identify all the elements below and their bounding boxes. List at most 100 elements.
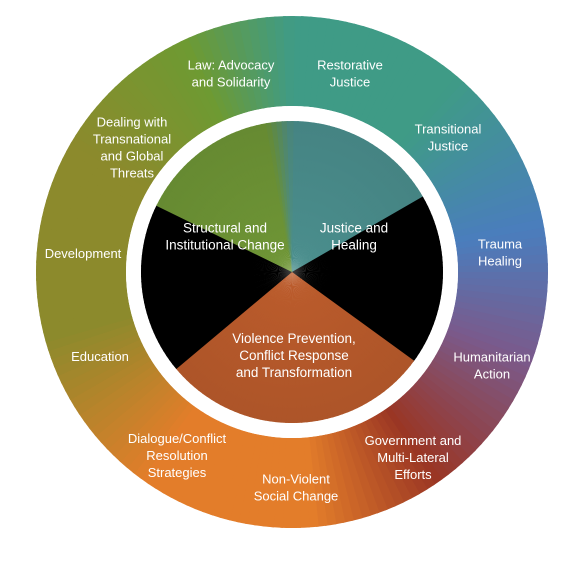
- ring-gradient-slice: [347, 425, 388, 514]
- ring-gradient-slice: [440, 339, 526, 387]
- ring-gradient-slice: [431, 355, 514, 410]
- ring-gradient-slice: [154, 411, 209, 494]
- ring-gradient-slice: [120, 74, 187, 149]
- ring-gradient-slice: [79, 119, 159, 180]
- ring-gradient-slice: [354, 34, 399, 122]
- ring-gradient-slice: [383, 406, 443, 486]
- ring-gradient-slice: [127, 68, 192, 145]
- ring-gradient-slice: [368, 415, 420, 500]
- ring-gradient-slice: [425, 364, 505, 425]
- ring-gradient-slice: [453, 210, 543, 240]
- ring-gradient-slice: [435, 144, 520, 196]
- ring-gradient-slice: [447, 184, 537, 223]
- ring-gradient-slice: [187, 33, 232, 121]
- inner-shade: [141, 121, 443, 423]
- ring-gradient-slice: [447, 323, 536, 363]
- ring-gradient-slice: [289, 437, 301, 528]
- ring-gradient-slice: [419, 107, 496, 172]
- label-justice-and-healing-line: Justice and: [320, 221, 388, 236]
- ring-gradient-slice: [437, 344, 523, 395]
- ring-gradient-slice: [58, 157, 144, 205]
- ring-gradient-slice: [185, 422, 230, 510]
- label-humanitarian-action-line: Action: [474, 367, 510, 382]
- ring-gradient-slice: [156, 48, 211, 132]
- label-dialogue-conflict-resolution-line: Strategies: [148, 465, 207, 480]
- ring-gradient-slice: [47, 321, 137, 360]
- ring-gradient-slice: [364, 41, 415, 127]
- ring-gradient-slice: [83, 368, 162, 430]
- ring-gradient-slice: [161, 414, 215, 499]
- label-restorative-justice-line: Justice: [330, 75, 370, 90]
- ring-gradient-slice: [54, 165, 142, 210]
- ring-gradient-slice: [112, 390, 181, 463]
- ring-gradient-slice: [445, 176, 534, 217]
- ring-gradient-slice: [428, 359, 510, 418]
- ring-gradient-slice: [204, 27, 243, 117]
- ring-gradient-slice: [394, 70, 459, 146]
- ring-gradient-slice: [48, 181, 137, 221]
- ring-gradient-slice: [70, 134, 153, 189]
- label-education-line: Education: [71, 349, 129, 364]
- ring-gradient-slice: [105, 386, 177, 457]
- ring-gradient-slice: [64, 348, 149, 400]
- ring-gradient-slice: [384, 59, 445, 139]
- ring-gradient-slice: [164, 44, 216, 129]
- ring-gradient-slice: [348, 31, 391, 119]
- ring-gradient-slice: [73, 358, 155, 416]
- ring-gradient-slice: [50, 327, 139, 368]
- ring-gradient-slice: [434, 349, 519, 403]
- ring-gradient-slice: [132, 401, 195, 480]
- ring-gradient-slice: [378, 409, 436, 491]
- ring-gradient-slice: [39, 299, 130, 326]
- ring-gradient-slice: [283, 16, 295, 107]
- ring-gradient-slice: [410, 383, 483, 452]
- ring-gradient-slice: [414, 378, 489, 446]
- ring-gradient-slice: [221, 22, 254, 113]
- ring-gradient-slice: [193, 425, 236, 513]
- ring-gradient-slice: [196, 30, 237, 119]
- ring-gradient-slice: [37, 287, 128, 308]
- label-restorative-justice-line: Restorative: [317, 58, 383, 73]
- ring-gradient-slice: [38, 293, 129, 317]
- ring-gradient-slice: [146, 408, 205, 490]
- ring-gradient-slice: [169, 417, 220, 503]
- ring-gradient-slice: [373, 412, 428, 496]
- ring-gradient-slice: [369, 45, 423, 130]
- ring-gradient-slice: [60, 343, 146, 393]
- ring-gradient-slice: [324, 433, 354, 523]
- ring-gradient-slice: [210, 429, 247, 519]
- ring-gradient-slice: [449, 192, 539, 228]
- ring-gradient-slice: [99, 381, 173, 450]
- ring-gradient-slice: [53, 332, 141, 377]
- ring-gradient-slice: [141, 58, 201, 138]
- ring-gradient-slice: [61, 149, 147, 200]
- ring-gradient-slice: [389, 64, 452, 143]
- label-government-multilateral-line: Government and: [365, 433, 462, 448]
- ring-gradient-slice: [212, 25, 248, 115]
- ring-gradient-slice: [443, 167, 531, 212]
- ring-gradient-slice: [45, 316, 135, 352]
- ring-gradient-slice: [397, 395, 464, 470]
- ring-gradient-slice: [319, 434, 346, 525]
- label-dialogue-conflict-resolution-line: Resolution: [146, 448, 207, 463]
- label-law-advocacy-line: and Solidarity: [192, 75, 271, 90]
- ring-gradient-slice: [388, 402, 450, 481]
- label-government-multilateral-line: Efforts: [394, 467, 432, 482]
- label-structural-institutional-change-line: Institutional Change: [165, 238, 284, 253]
- label-violence-prevention-line: Conflict Response: [239, 348, 349, 363]
- outer-ring: [35, 16, 548, 528]
- ring-gradient-slice: [118, 394, 186, 469]
- ring-gradient-slice: [125, 398, 190, 474]
- ring-gradient-slice: [403, 81, 472, 154]
- ring-gradient-slice: [107, 85, 178, 157]
